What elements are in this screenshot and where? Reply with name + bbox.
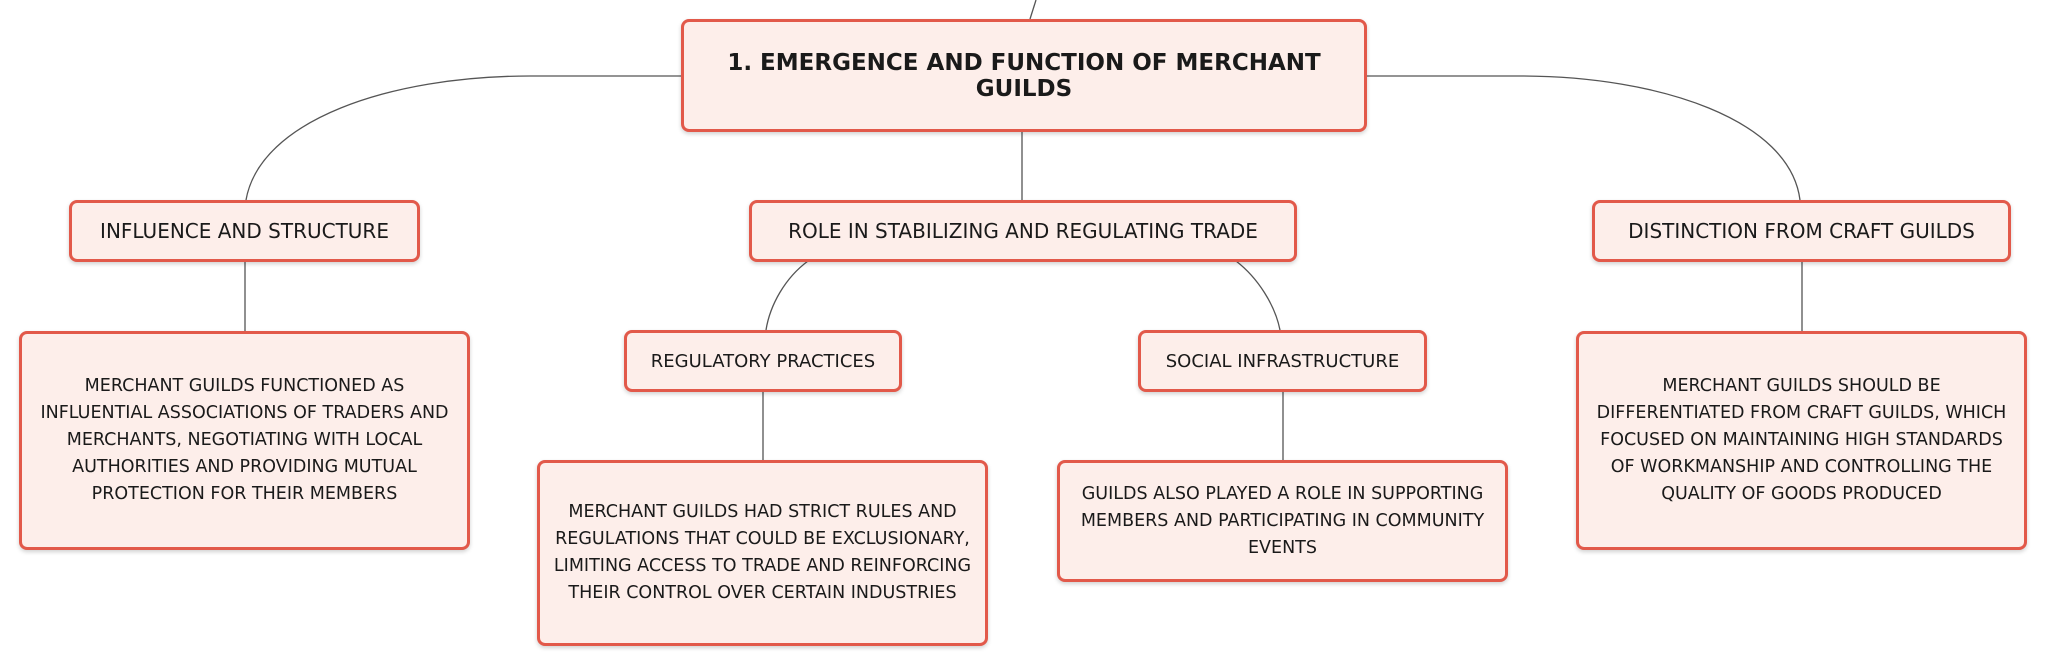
detail-distinction-text: MERCHANT GUILDS SHOULD BE DIFFERENTIATED… — [1596, 376, 2007, 504]
node-distinction-title: DISTINCTION FROM CRAFT GUILDS — [1628, 219, 1975, 243]
detail-influence-text: MERCHANT GUILDS FUNCTIONED AS INFLUENTIA… — [40, 376, 449, 504]
node-influence-title: INFLUENCE AND STRUCTURE — [100, 219, 389, 243]
connector-root-to-influence — [245, 75, 681, 201]
detail-social[interactable]: GUILDS ALSO PLAYED A ROLE IN SUPPORTING … — [1057, 460, 1508, 582]
root-title: 1. EMERGENCE AND FUNCTION OF MERCHANT GU… — [727, 49, 1321, 102]
node-social-title: SOCIAL INFRASTRUCTURE — [1165, 350, 1400, 372]
node-role-in-trade[interactable]: ROLE IN STABILIZING AND REGULATING TRADE — [749, 200, 1297, 262]
connector-role-to-social — [1235, 260, 1281, 331]
detail-regulatory-text: MERCHANT GUILDS HAD STRICT RULES AND REG… — [553, 502, 972, 603]
connector-root-to-distinction — [1366, 75, 1801, 201]
root-node[interactable]: 1. EMERGENCE AND FUNCTION OF MERCHANT GU… — [681, 19, 1367, 132]
detail-distinction[interactable]: MERCHANT GUILDS SHOULD BE DIFFERENTIATED… — [1576, 331, 2027, 550]
node-distinction-from-craft-guilds[interactable]: DISTINCTION FROM CRAFT GUILDS — [1592, 200, 2011, 262]
detail-social-text: GUILDS ALSO PLAYED A ROLE IN SUPPORTING … — [1080, 483, 1485, 558]
connector-role-to-regulatory — [765, 260, 809, 331]
node-role-title: ROLE IN STABILIZING AND REGULATING TRADE — [788, 219, 1258, 243]
node-influence-and-structure[interactable]: INFLUENCE AND STRUCTURE — [69, 200, 420, 262]
node-social-infrastructure[interactable]: SOCIAL INFRASTRUCTURE — [1138, 330, 1427, 392]
connector-incoming — [1029, 0, 1037, 20]
node-regulatory-title: REGULATORY PRACTICES — [650, 350, 876, 372]
detail-regulatory[interactable]: MERCHANT GUILDS HAD STRICT RULES AND REG… — [537, 460, 988, 646]
detail-influence[interactable]: MERCHANT GUILDS FUNCTIONED AS INFLUENTIA… — [19, 331, 470, 550]
node-regulatory-practices[interactable]: REGULATORY PRACTICES — [624, 330, 902, 392]
